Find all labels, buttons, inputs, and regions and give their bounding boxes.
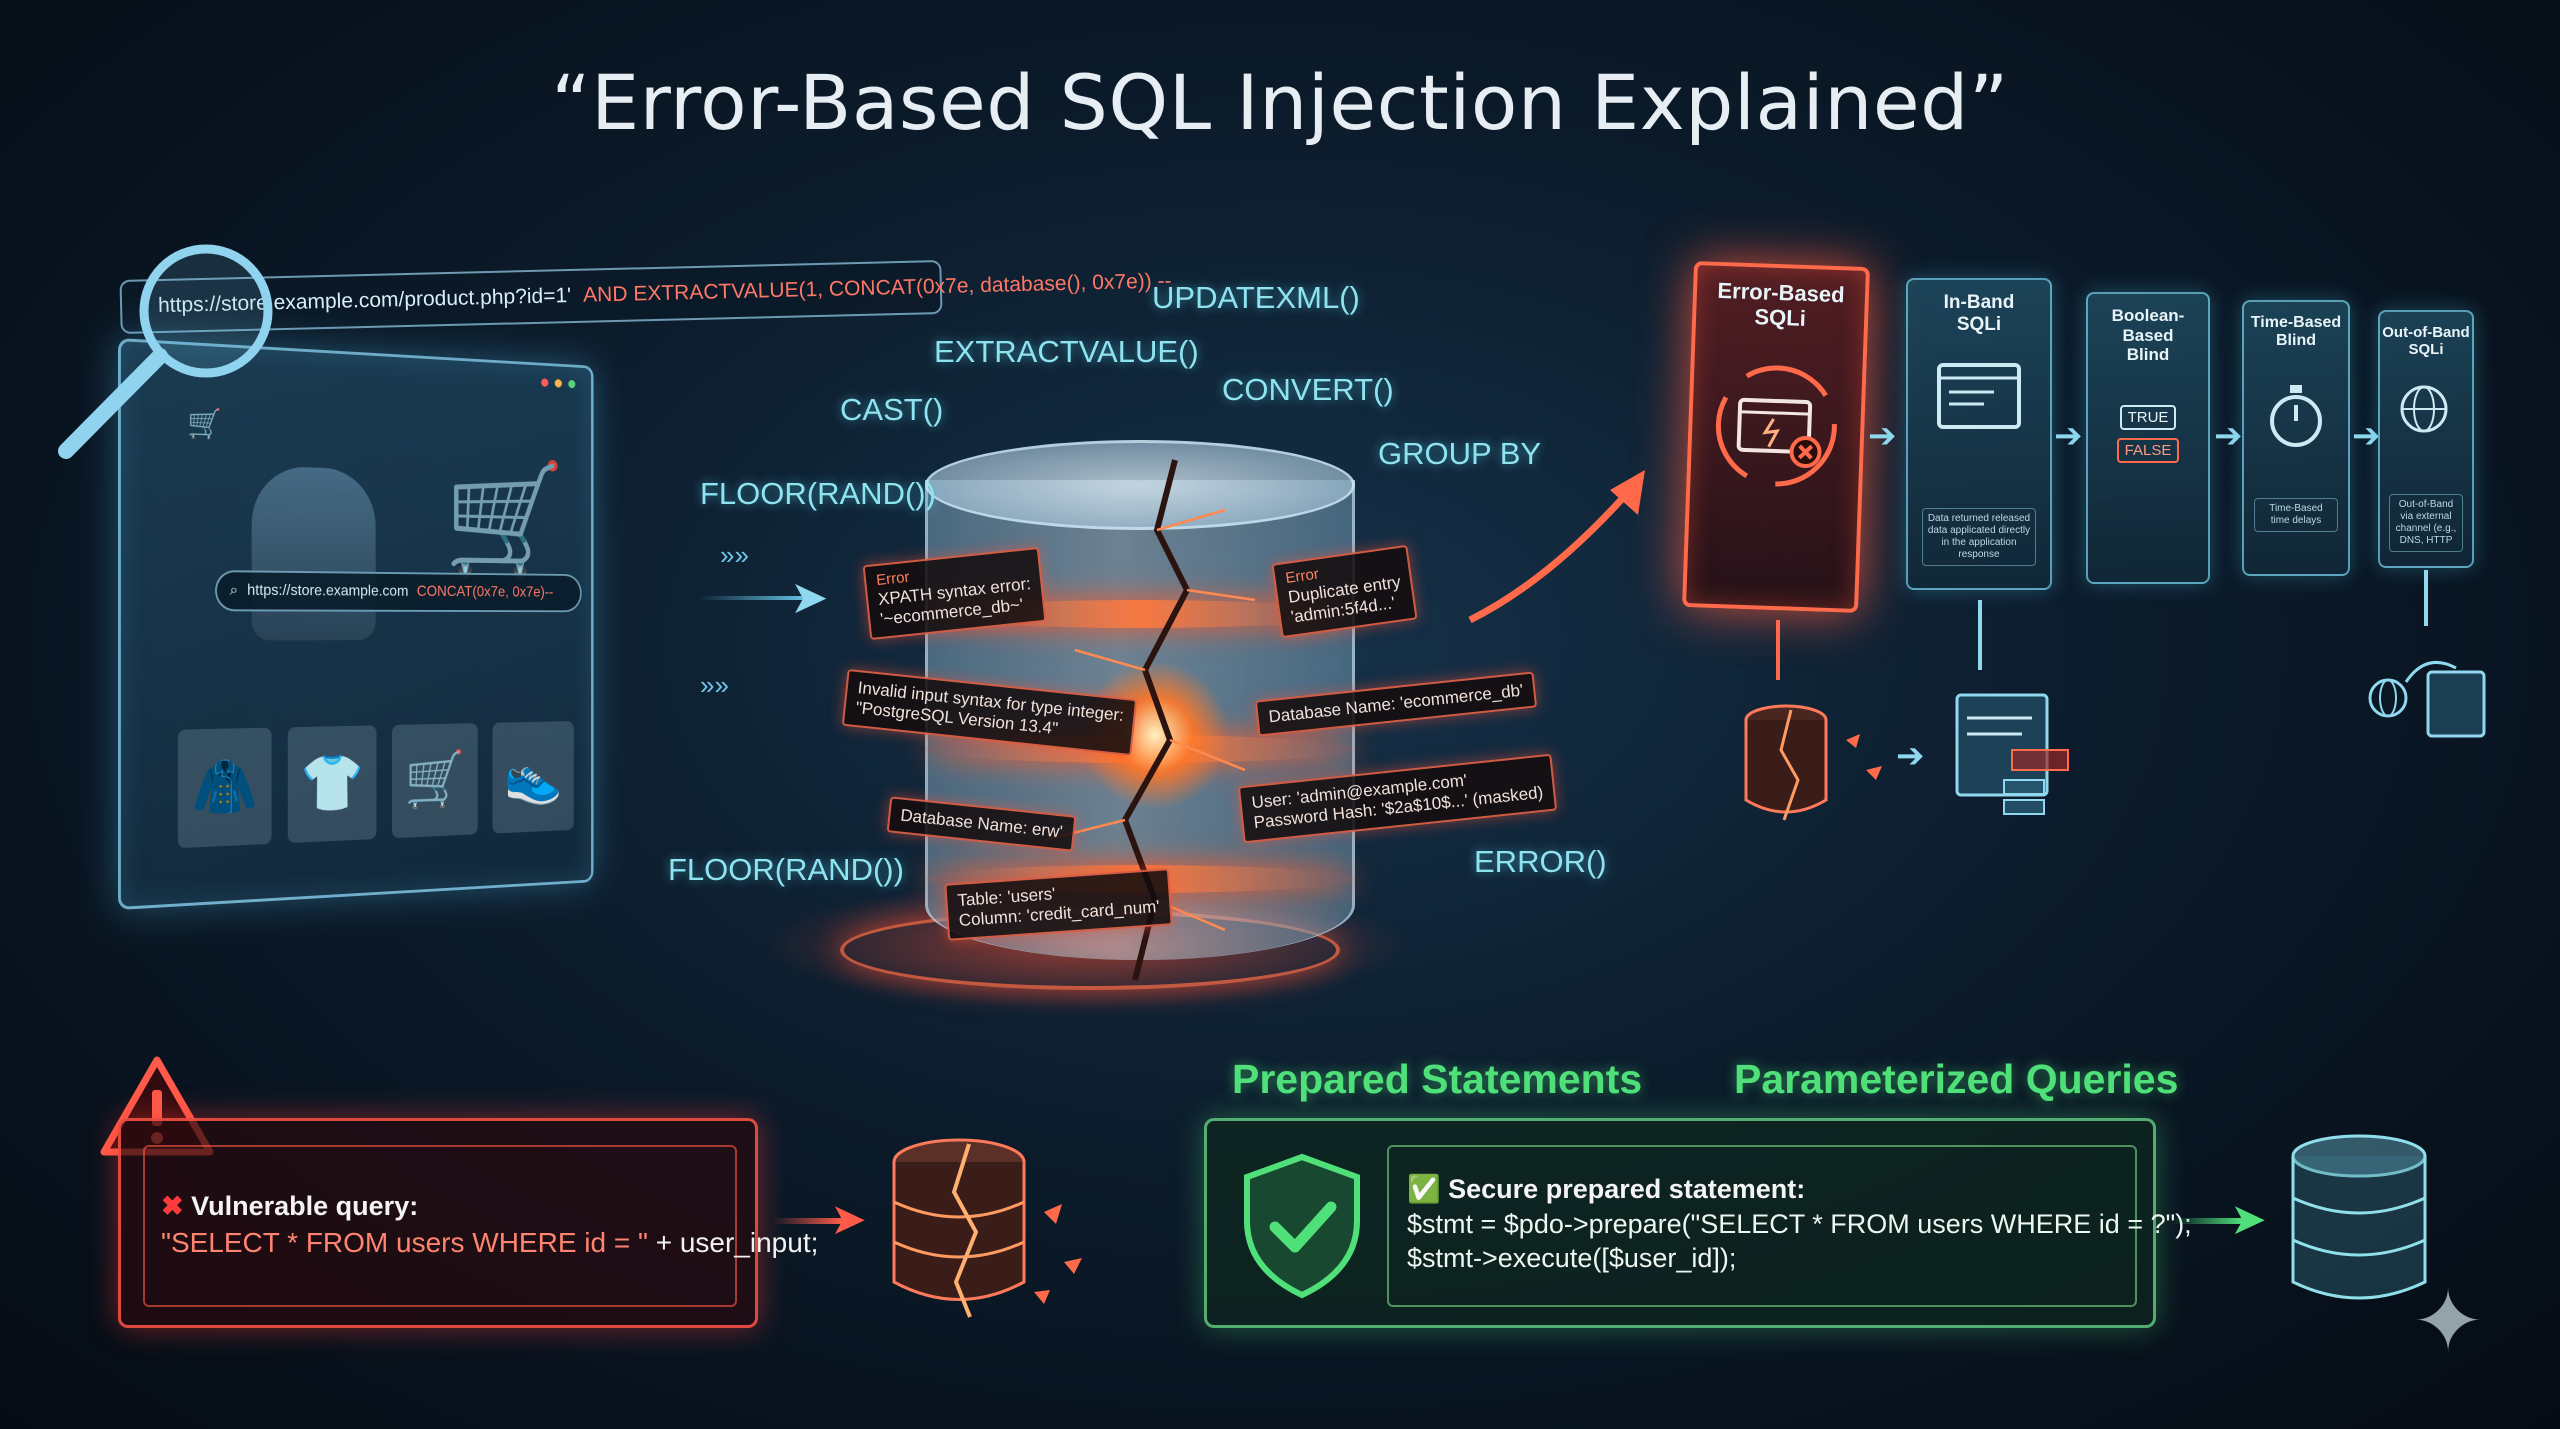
arrow-right-icon: ➔ bbox=[2054, 417, 2083, 455]
arrow-to-database bbox=[700, 596, 810, 600]
arrow-head-icon: ➤ bbox=[830, 1195, 867, 1244]
vulnerable-query-panel: ✖ Vulnerable query: "SELECT * FROM users… bbox=[118, 1118, 818, 1328]
vulnerable-query-code: "SELECT * FROM users WHERE id = " + user… bbox=[161, 1227, 819, 1258]
arrow-right-icon: ➔ bbox=[1896, 737, 1925, 775]
vulnerable-query-title: ✖ Vulnerable query: bbox=[161, 1191, 419, 1221]
chevron-right-icon: »» bbox=[720, 540, 749, 570]
sqli-type-card-boolean-blind[interactable]: Boolean-Based Blind TRUE FALSE bbox=[2086, 292, 2210, 584]
arrow-to-broken-database bbox=[772, 1218, 842, 1224]
database-top bbox=[925, 440, 1355, 530]
secure-statement-panel: ✅ Secure prepared statement: $stmt = $pd… bbox=[1204, 1118, 2192, 1328]
page-title: “Error-Based SQL Injection Explained” bbox=[551, 58, 2009, 147]
url-payload: AND EXTRACTVALUE(1, CONCAT(0x7e, databas… bbox=[582, 269, 1172, 307]
connector-line bbox=[1776, 620, 1780, 680]
arrow-right-icon: ➔ bbox=[2352, 417, 2381, 455]
vulnerable-query-frame bbox=[143, 1145, 737, 1307]
function-label-floor-rand: FLOOR(RAND()) bbox=[668, 852, 904, 887]
response-window-icon bbox=[1937, 362, 2021, 429]
search-icon: ⌕ bbox=[229, 581, 238, 599]
broken-database-icon bbox=[1744, 704, 1882, 821]
data-table-icon bbox=[1955, 693, 2069, 815]
network-globe-icon bbox=[2368, 660, 2486, 738]
magnifier-icon bbox=[58, 244, 273, 459]
inner-url-payload: CONCAT(0x7e, 0x7e)-- bbox=[416, 583, 554, 601]
secure-statement-frame bbox=[1387, 1145, 2137, 1307]
sqli-type-card-in-band[interactable]: In-Band SQLi Data returned released data… bbox=[1906, 278, 2052, 590]
true-badge: TRUE bbox=[2119, 404, 2177, 430]
function-label-error: ERROR() bbox=[1474, 844, 1607, 879]
function-label-updatexml: UPDATEXML() bbox=[1152, 280, 1360, 315]
function-label-extractvalue: EXTRACTVALUE() bbox=[934, 334, 1199, 369]
arrow-to-error-based bbox=[1468, 470, 1645, 624]
globe-icon bbox=[2400, 385, 2448, 432]
close-icon: ✖ bbox=[161, 1191, 184, 1221]
secure-code-line: $stmt = $pdo->prepare("SELECT * FROM use… bbox=[1407, 1209, 2192, 1239]
tshirt-icon[interactable]: 👕 bbox=[287, 725, 377, 844]
sqli-type-card-error-based[interactable]: Error-Based SQLi bbox=[1682, 261, 1870, 613]
broken-database-icon bbox=[892, 1138, 1082, 1318]
check-icon: ✅ bbox=[1407, 1174, 1441, 1204]
chevron-right-icon: »» bbox=[700, 670, 729, 700]
arrow-head-icon: ➤ bbox=[2230, 1195, 2267, 1244]
arrow-right-icon: ➔ bbox=[2214, 417, 2243, 455]
hoodie-icon bbox=[251, 465, 376, 641]
database-icon bbox=[2291, 1134, 2427, 1300]
false-badge: FALSE bbox=[2116, 437, 2180, 463]
sparkle-icon: ✦ bbox=[2412, 1274, 2485, 1370]
connector-line bbox=[2424, 570, 2428, 626]
parameterized-queries-heading: Parameterized Queries bbox=[1734, 1056, 2179, 1102]
stopwatch-icon bbox=[2270, 384, 2322, 447]
shoe-icon[interactable]: 👟 bbox=[492, 721, 574, 834]
shield-check-icon bbox=[1244, 1153, 1360, 1299]
hoodie-icon[interactable]: 🧥 bbox=[177, 727, 272, 849]
arrow-to-safe-database bbox=[2172, 1218, 2242, 1224]
window-controls bbox=[541, 378, 576, 389]
secure-code-line: $stmt->execute([$user_id]); bbox=[1407, 1243, 1737, 1273]
arrow-right-icon: ➔ bbox=[1868, 417, 1897, 455]
arrow-head-icon: ➤ bbox=[790, 571, 829, 623]
sqli-type-card-time-blind[interactable]: Time-Based Blind Time-Based time delays bbox=[2242, 300, 2350, 576]
cart-icon: 🛒 bbox=[443, 455, 566, 582]
product-row: 🧥 👕 🛒 👟 bbox=[177, 721, 574, 849]
search-input[interactable]: ⌕ https://store.example.com CONCAT(0x7e,… bbox=[215, 570, 582, 613]
secure-statement-title: ✅ Secure prepared statement: bbox=[1407, 1174, 1806, 1204]
cart-icon[interactable]: 🛒 bbox=[392, 723, 478, 839]
function-label-group-by: GROUP BY bbox=[1378, 436, 1542, 471]
sqli-type-card-out-of-band[interactable]: Out-of-Band SQLi Out-of-Band via externa… bbox=[2378, 310, 2474, 568]
connector-line bbox=[1978, 600, 1982, 670]
browser-error-icon bbox=[1715, 365, 1837, 487]
inner-url-prefix: https://store.example.com bbox=[247, 582, 409, 600]
prepared-statements-heading: Prepared Statements bbox=[1232, 1056, 1643, 1102]
function-label-convert: CONVERT() bbox=[1222, 372, 1394, 407]
function-label-cast: CAST() bbox=[840, 392, 944, 427]
function-label-floor-rand: FLOOR(RAND()) bbox=[700, 476, 936, 511]
